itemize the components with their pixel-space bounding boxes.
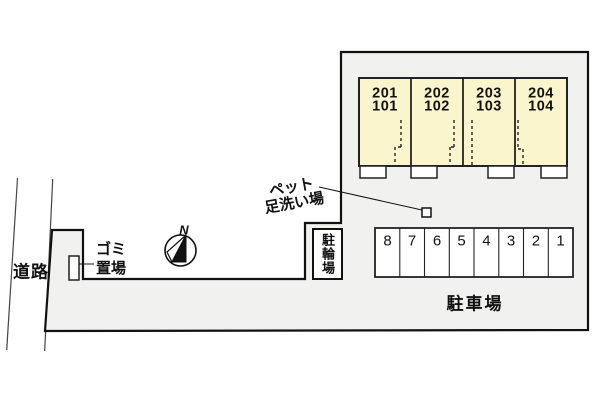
unit-4-lower: 104 bbox=[528, 98, 554, 114]
compass-north-label: N bbox=[179, 222, 189, 238]
porch-2 bbox=[410, 165, 438, 179]
unit-label-4: 204 104 bbox=[528, 85, 554, 114]
unit-label-3: 203 103 bbox=[476, 85, 502, 114]
entrance-dashed-b bbox=[449, 120, 473, 166]
road-label: 道路 bbox=[13, 262, 49, 282]
parking-space-number: 4 bbox=[482, 232, 491, 250]
unit-1-upper: 201 bbox=[372, 85, 398, 102]
garbage-bin bbox=[68, 255, 80, 281]
garbage-area-label: ゴミ 置場 bbox=[96, 240, 126, 278]
unit-label-1: 201 101 bbox=[372, 85, 398, 114]
porch-1 bbox=[359, 165, 387, 179]
unit-3-lower: 103 bbox=[476, 98, 502, 114]
bicycle-parking-label: 駐輪場 bbox=[320, 233, 335, 275]
road-edge-left-line bbox=[6, 177, 19, 351]
parking-row bbox=[374, 227, 574, 278]
garbage-label-line2: 置場 bbox=[96, 260, 127, 277]
unit-2-lower: 102 bbox=[424, 98, 450, 114]
unit-label-2: 202 102 bbox=[424, 85, 450, 114]
car-parking-label: 駐車場 bbox=[446, 294, 504, 314]
pet-wash-station-square bbox=[421, 207, 432, 218]
unit-2-upper: 202 bbox=[424, 85, 450, 102]
entrance-dashed-c bbox=[517, 120, 524, 166]
unit-1-lower: 101 bbox=[372, 98, 398, 114]
pet-wash-leader-line bbox=[318, 186, 423, 211]
building bbox=[358, 77, 568, 179]
parking-space-number: 1 bbox=[556, 232, 565, 250]
parking-space-number: 7 bbox=[407, 232, 417, 250]
parking-space-number: 6 bbox=[432, 232, 442, 250]
bicycle-parking-box: 駐輪場 bbox=[312, 228, 343, 280]
compass-needle-black bbox=[171, 234, 187, 263]
porch-3 bbox=[487, 165, 515, 179]
parking-space-number: 3 bbox=[506, 232, 516, 250]
compass bbox=[164, 234, 197, 267]
parking-space-number: 5 bbox=[457, 232, 466, 250]
parking-space-number: 8 bbox=[383, 232, 392, 250]
unit-3-upper: 203 bbox=[476, 85, 502, 102]
parking-space-number: 2 bbox=[531, 232, 541, 250]
unit-4-upper: 204 bbox=[528, 85, 554, 102]
porch-4 bbox=[540, 165, 568, 179]
entrance-dashed-a bbox=[394, 120, 402, 166]
garbage-label-line1: ゴミ bbox=[96, 241, 127, 258]
